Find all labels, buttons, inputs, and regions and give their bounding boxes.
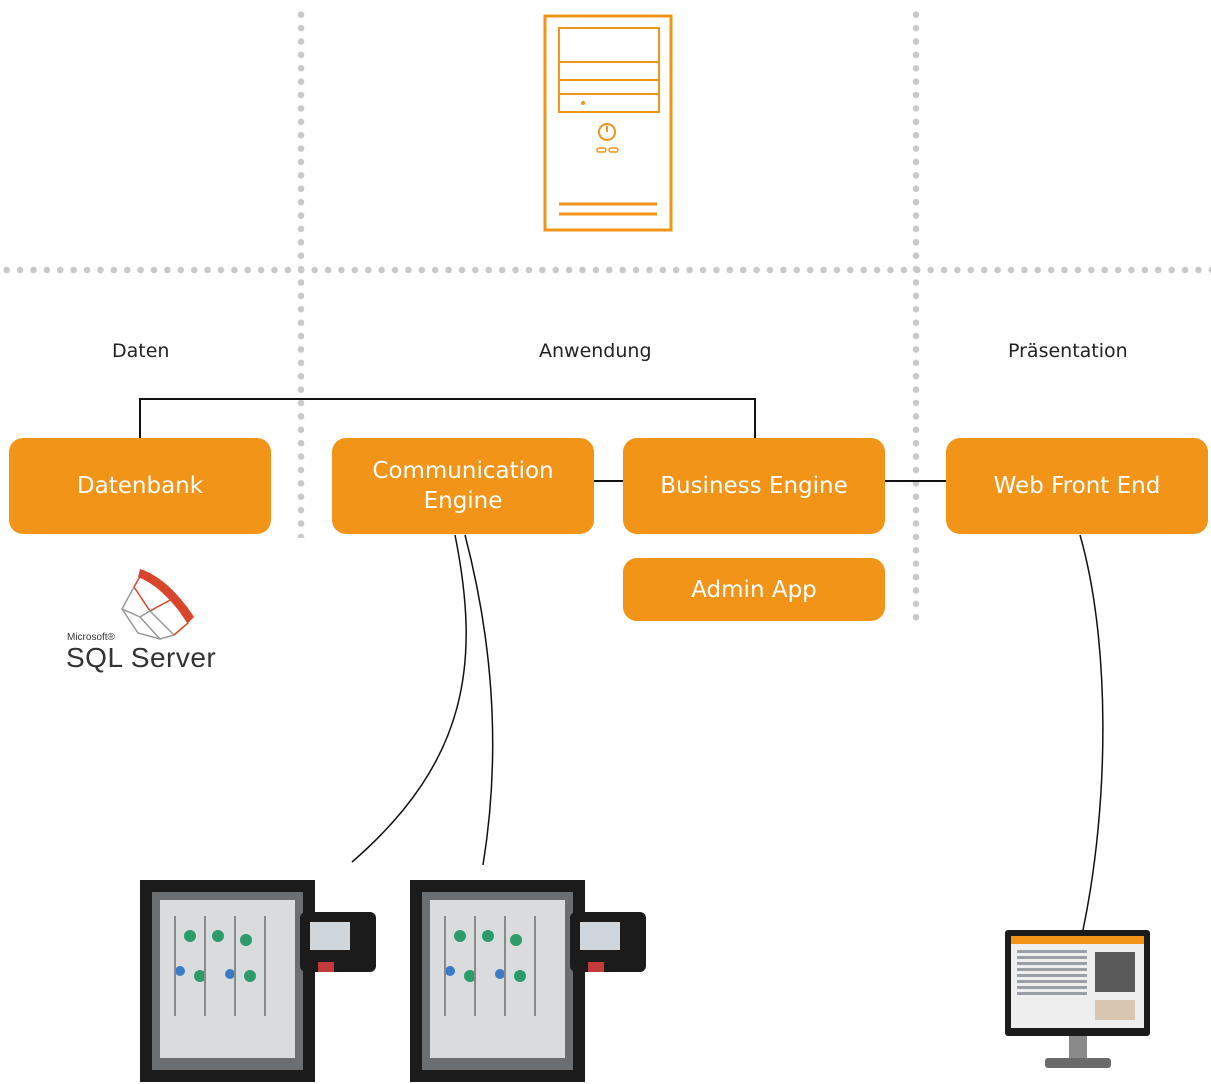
tier-separator-horizontal	[0, 266, 1211, 274]
key-cabinet-image	[140, 880, 376, 1082]
communication-engine-box: Communication Engine	[332, 438, 594, 534]
sql-logo-product: SQL Server	[66, 642, 217, 673]
communication-engine-label-line1: Communication	[372, 458, 554, 484]
server-tower-icon	[543, 14, 673, 232]
sql-logo-microsoft: Microsoft®	[67, 632, 115, 643]
database-box: Datenbank	[9, 438, 271, 534]
tier-label-application: Anwendung	[539, 340, 652, 362]
web-front-end-label: Web Front End	[993, 473, 1161, 499]
tier-separator-right	[912, 8, 920, 624]
database-label: Datenbank	[76, 473, 204, 499]
tier-separator-left	[297, 8, 305, 538]
communication-engine-label-line2: Engine	[423, 488, 503, 514]
admin-app-box: Admin App	[623, 558, 885, 621]
tier-label-data: Daten	[112, 340, 170, 362]
business-engine-label: Business Engine	[660, 473, 848, 499]
monitor-image	[1005, 930, 1150, 1068]
admin-app-label: Admin App	[691, 576, 817, 603]
sql-server-logo	[120, 569, 194, 640]
web-front-end-box: Web Front End	[946, 438, 1208, 534]
key-cabinet-image	[410, 880, 646, 1082]
tier-label-presentation: Präsentation	[1008, 340, 1128, 362]
business-engine-box: Business Engine	[623, 438, 885, 534]
